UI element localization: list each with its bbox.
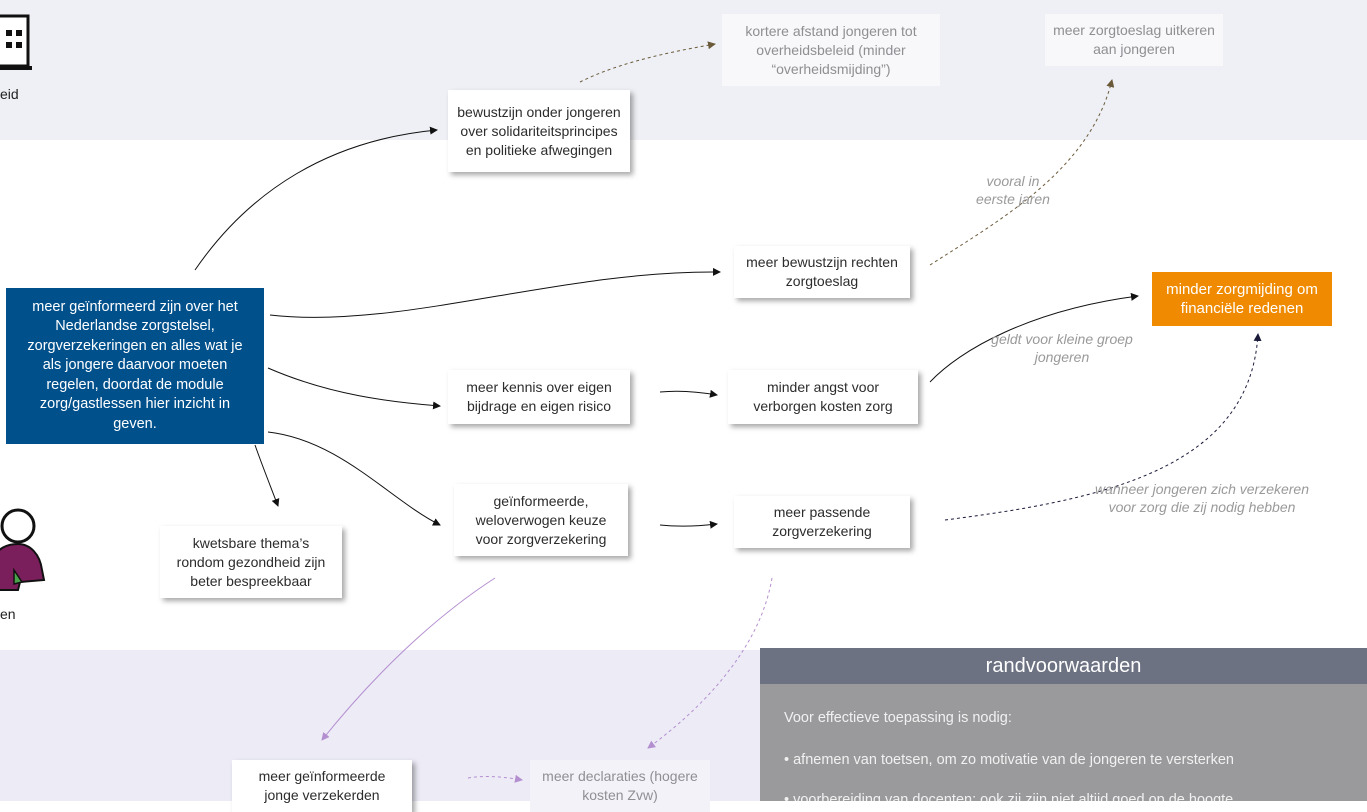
box-passende-zorgverzekering: meer passende zorgverzekering <box>734 496 910 548</box>
arrow-center-to-bewustzijn <box>194 126 438 271</box>
arrow-center-to-kwetsbare <box>254 444 280 507</box>
box-kwetsbare-themas: kwetsbare thema’s rondom gezondheid zijn… <box>160 526 342 598</box>
young-person-icon <box>0 500 46 600</box>
note-geldt-voor: geldt voor kleine groep jongeren <box>991 331 1133 365</box>
young-person-label-partial: en <box>0 606 16 622</box>
box-meer-zorgtoeslag: meer zorgtoeslag uitkeren aan jongeren <box>1045 14 1223 66</box>
box-kortere-afstand: kortere afstand jongeren tot overheidsbe… <box>722 14 940 86</box>
arrow-keuze-to-passende <box>659 520 718 529</box>
arrow-verzekerden-to-declaraties <box>467 774 523 783</box>
box-jonge-verzekerden: meer geïnformeerde jonge verzekerden <box>232 760 412 812</box>
arrow-kennis-to-angst <box>659 389 718 398</box>
arrow-bewustzijn-to-kortere <box>579 41 716 83</box>
randvoorwaarden-item: • afnemen van toetsen, om zo motivatie v… <box>784 752 1234 768</box>
box-bewustzijn: bewustzijn onder jongeren over solidarit… <box>448 90 630 172</box>
box-minder-zorgmijding: minder zorgmijding om financiële redenen <box>1152 272 1332 326</box>
government-label-partial: eid <box>0 86 19 102</box>
randvoorwaarden-item: • voorbereiding van docenten: ook zij zi… <box>784 792 1234 801</box>
arrow-center-to-kennis <box>267 367 441 410</box>
arrow-passende-to-zorgmijding <box>944 333 1262 521</box>
box-rechten-zorgtoeslag: meer bewustzijn rechten zorgtoeslag <box>734 246 910 298</box>
randvoorwaarden-header: randvoorwaarden <box>760 648 1367 684</box>
box-geinformeerd-center: meer geïnformeerd zijn over het Nederlan… <box>6 288 264 444</box>
box-keuze-zorgverzekering: geïnformeerde, weloverwogen keuze voor z… <box>454 484 628 556</box>
randvoorwaarden-intro: Voor effectieve toepassing is nodig: <box>784 710 1012 726</box>
box-kennis-eigen-bijdrage: meer kennis over eigen bijdrage en eigen… <box>448 370 630 424</box>
box-minder-angst: minder angst voor verborgen kosten zorg <box>728 370 918 424</box>
box-meer-declaraties: meer declaraties (hogere kosten Zvw) <box>530 760 710 812</box>
arrow-center-to-rechten <box>269 267 721 318</box>
government-building-icon <box>0 8 34 80</box>
randvoorwaarden-panel: Voor effectieve toepassing is nodig: • a… <box>760 684 1367 801</box>
arrow-keuze-to-verzekerden <box>321 577 496 741</box>
arrow-center-to-keuze <box>267 431 441 526</box>
note-vooral-in-eerste-jaren: vooral in eerste jaren <box>976 173 1050 207</box>
note-wanneer: wanneer jongeren zich verzekeren voor zo… <box>1094 481 1309 515</box>
arrow-angst-to-zorgmijding <box>929 292 1139 383</box>
arrow-passende-to-declaraties <box>647 577 773 749</box>
arrow-rechten-to-zorgtoeslag <box>929 79 1115 266</box>
